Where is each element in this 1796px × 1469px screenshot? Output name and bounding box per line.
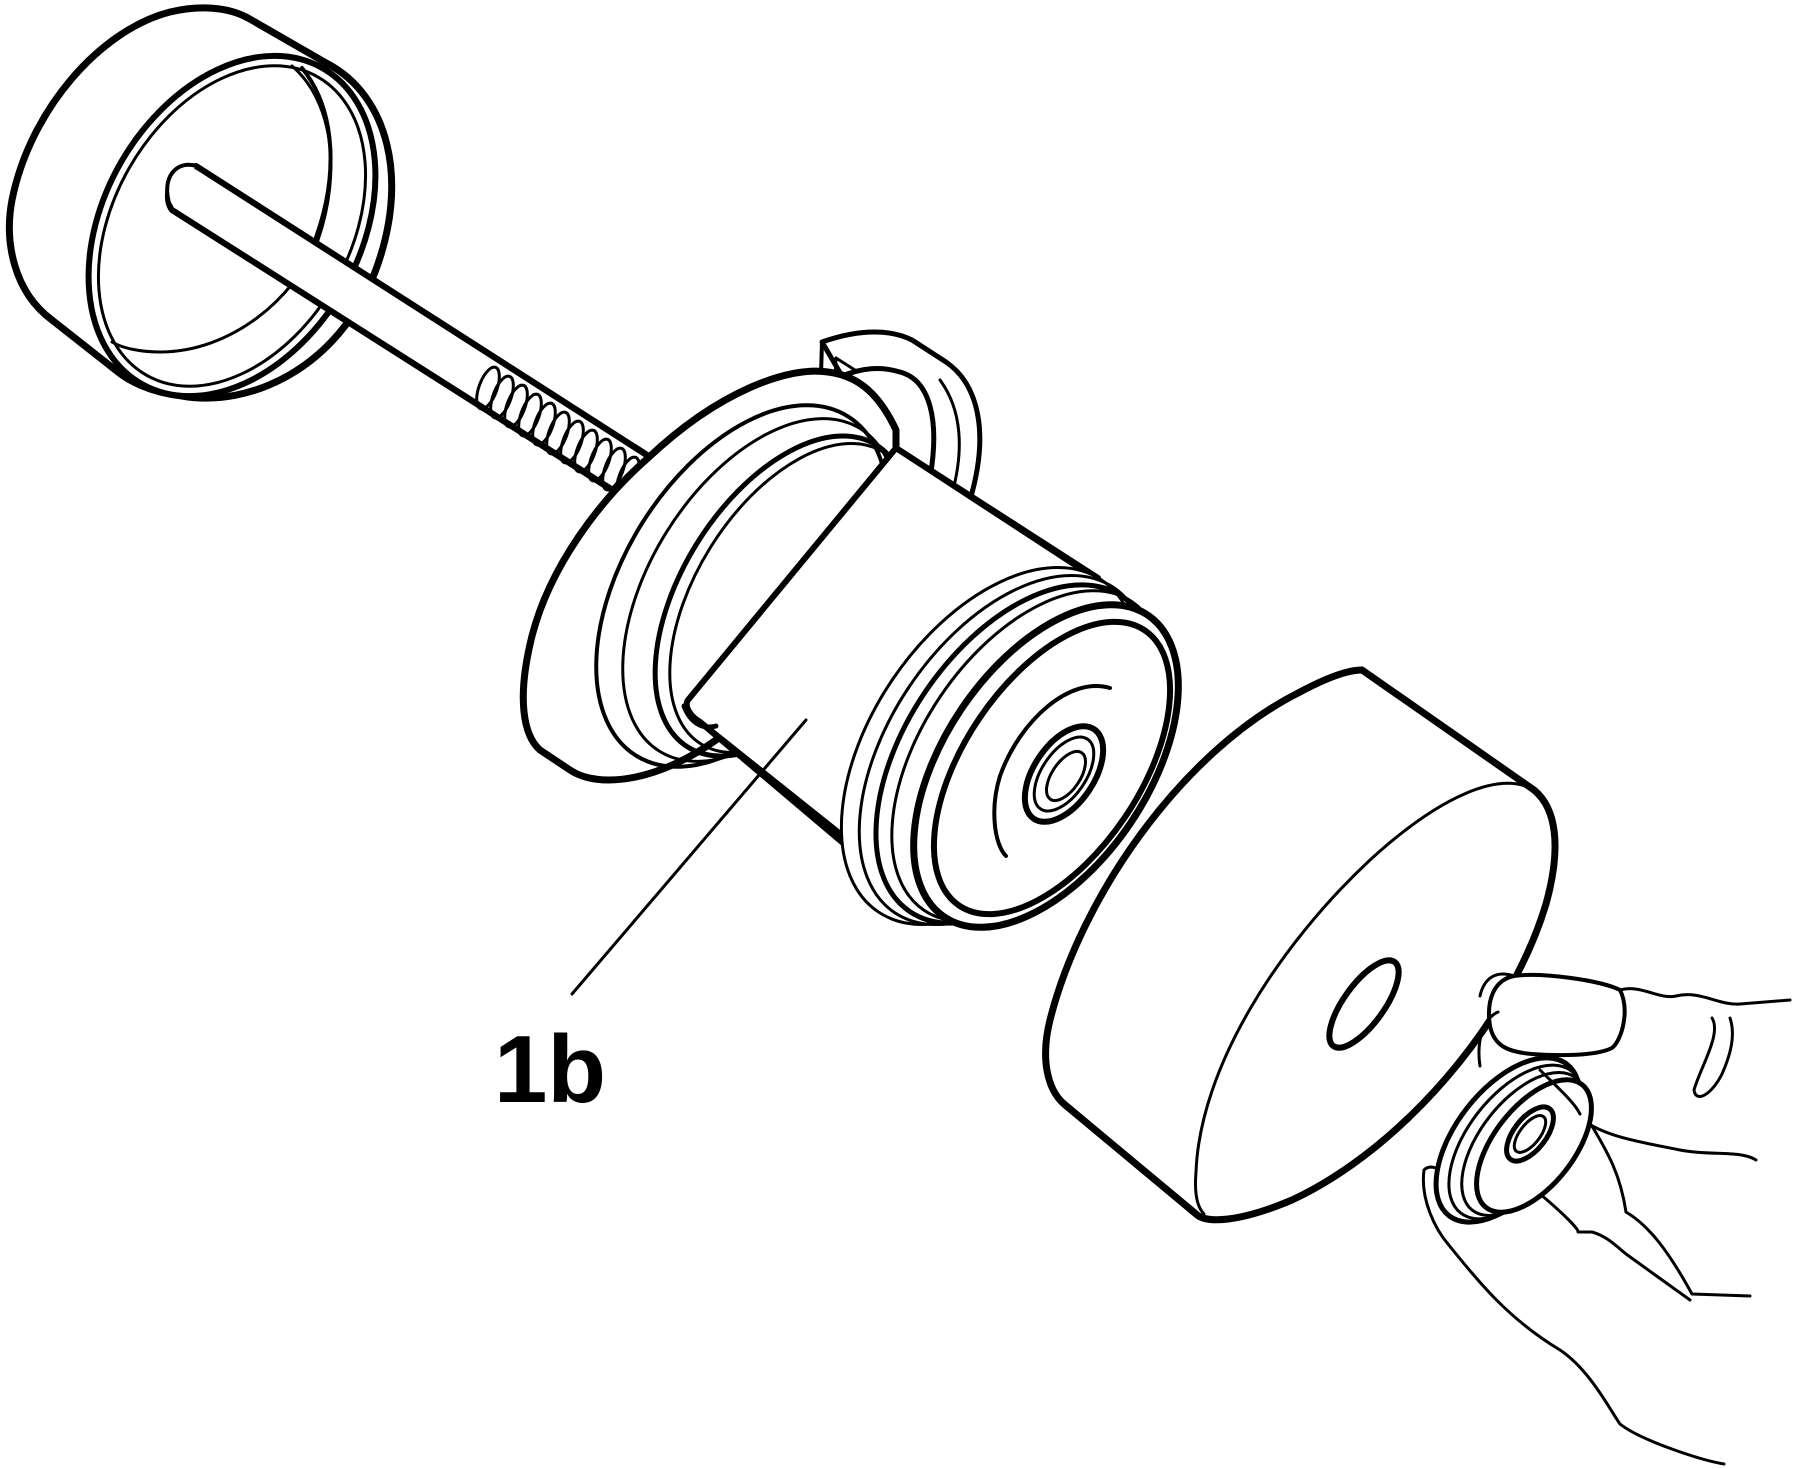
callout-label: 1b — [494, 1016, 606, 1123]
callout-1b: 1b — [494, 718, 808, 1123]
puller-front-face — [839, 566, 1182, 931]
hand-icon — [1421, 972, 1792, 1466]
pressing-disc — [1042, 666, 1559, 1224]
threaded-rod — [164, 162, 655, 511]
small-bearing — [1433, 1055, 1594, 1225]
rod-thread — [475, 365, 641, 501]
callout-leader-line — [570, 718, 808, 996]
